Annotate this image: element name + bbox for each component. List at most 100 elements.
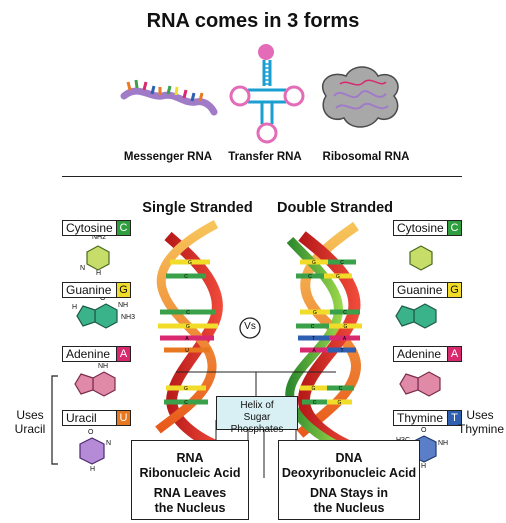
base-letter: G	[116, 283, 130, 297]
uses-thymine-line2: Thymine	[458, 422, 505, 436]
double-rung-label: G	[344, 324, 348, 330]
base-letter: T	[447, 411, 461, 425]
ribosomal-rna-illustration	[321, 66, 399, 128]
double-rung-right	[330, 309, 360, 315]
dna-box: DNA Deoxyribonucleic Acid DNA Stays in t…	[278, 440, 420, 520]
rna-box-line2: Ribonucleic Acid	[139, 466, 241, 480]
gua-o-label: O	[100, 295, 106, 302]
double-rung-label: G	[312, 260, 316, 266]
double-rung-left	[298, 335, 329, 341]
single-rung	[166, 273, 206, 279]
double-rung-right	[327, 399, 352, 405]
double-rung-label: G	[338, 400, 342, 406]
uses-thymine-note: Uses Thymine	[458, 408, 505, 436]
base-letter: C	[447, 221, 461, 235]
base-name: Cytosine	[397, 221, 444, 235]
right-base-thymine: Thymine T	[393, 410, 462, 426]
single-rung-label: C	[184, 400, 188, 406]
ribosomal-rna-label: Ribosomal RNA	[322, 151, 410, 163]
helix-box-line1: Helix of	[240, 400, 274, 411]
double-rung-label: C	[311, 324, 315, 330]
single-rung-label: G	[186, 324, 190, 330]
uracil-bracket	[51, 375, 58, 465]
left-base-cytosine: Cytosine C	[62, 220, 131, 236]
double-rung-label: C	[339, 386, 343, 392]
left-adenine-molecule	[74, 373, 94, 395]
single-rung	[170, 259, 210, 265]
gua-nh-label: NH	[118, 302, 129, 309]
single-rung-label: A	[185, 336, 189, 342]
base-name: Adenine	[66, 347, 111, 361]
uses-uracil-note: Uses Uracil	[8, 408, 52, 436]
ura-o-label: O	[88, 429, 94, 436]
left-guanine-molecule	[76, 305, 96, 327]
double-rung-right	[328, 259, 356, 265]
double-rung-left	[296, 273, 324, 279]
double-rung-left	[300, 259, 328, 265]
cyt-h-label: H	[96, 270, 102, 277]
rna-box: RNA Ribonucleic Acid RNA Leaves the Nucl…	[131, 440, 249, 520]
ura-h-label: H	[90, 466, 96, 473]
base-name: Cytosine	[66, 221, 113, 235]
single-stranded-heading: Single Stranded	[142, 200, 253, 216]
ura-n-label: N	[106, 440, 112, 447]
gua-nh3-label: NH3	[121, 314, 136, 321]
uses-uracil-line2: Uracil	[14, 422, 46, 436]
single-rung	[164, 399, 208, 405]
double-rung-label: C	[343, 310, 347, 316]
uses-thymine-line1: Uses	[466, 408, 494, 422]
base-name: Adenine	[397, 347, 442, 361]
single-rung	[160, 309, 216, 315]
dna-box-line3: DNA Stays in	[309, 486, 389, 500]
messenger-rna-label: Messenger RNA	[123, 151, 213, 163]
double-rung-right	[328, 347, 356, 353]
base-letter: G	[447, 283, 461, 297]
base-name: Uracil	[66, 411, 97, 425]
right-adenine-molecule	[399, 373, 419, 395]
base-letter: U	[116, 411, 130, 425]
single-rung-label: U	[185, 348, 189, 354]
single-rung	[164, 347, 210, 353]
double-rung-label: T	[312, 336, 315, 342]
helix-box-line2: Sugar Phosphates	[230, 412, 284, 435]
base-name: Guanine	[397, 283, 443, 297]
base-letter: C	[116, 221, 130, 235]
cyt-nh2-label: NH2	[92, 234, 107, 241]
single-rung-label: G	[188, 260, 192, 266]
messenger-rna-illustration	[120, 79, 218, 116]
left-base-uracil: Uracil U	[62, 410, 131, 426]
dna-box-line1: DNA	[335, 451, 363, 465]
transfer-rna-illustration	[229, 44, 305, 144]
double-rung-label: C	[308, 274, 312, 280]
single-rung	[166, 385, 206, 391]
double-rung-label: A	[312, 348, 316, 354]
double-rung-label: G	[336, 274, 340, 280]
right-base-cytosine: Cytosine C	[393, 220, 462, 236]
double-rung-label: T	[340, 348, 343, 354]
left-base-guanine: Guanine G	[62, 282, 131, 298]
dna-box-line4: the Nucleus	[313, 501, 385, 515]
single-rung-label: C	[184, 274, 188, 280]
double-rung-left	[296, 323, 329, 329]
double-rung-left	[300, 309, 330, 315]
base-letter: A	[447, 347, 461, 361]
double-rung-label: G	[313, 310, 317, 316]
double-stranded-heading: Double Stranded	[276, 200, 393, 216]
right-guanine-molecule	[395, 305, 415, 327]
base-letter: A	[116, 347, 130, 361]
page-title: RNA comes in 3 forms	[146, 10, 360, 32]
rna-box-line3: RNA Leaves	[153, 486, 227, 500]
divider	[62, 176, 462, 177]
double-rung-right	[329, 323, 362, 329]
right-cytosine-molecule	[409, 245, 433, 271]
double-rung-label: C	[313, 400, 317, 406]
double-rung-right	[329, 335, 360, 341]
double-rung-left	[300, 347, 328, 353]
right-base-adenine: Adenine A	[393, 346, 462, 362]
dna-box-line2: Deoxyribonucleic Acid	[281, 466, 417, 480]
double-rung-right	[327, 385, 354, 391]
vs-circle	[239, 317, 261, 339]
